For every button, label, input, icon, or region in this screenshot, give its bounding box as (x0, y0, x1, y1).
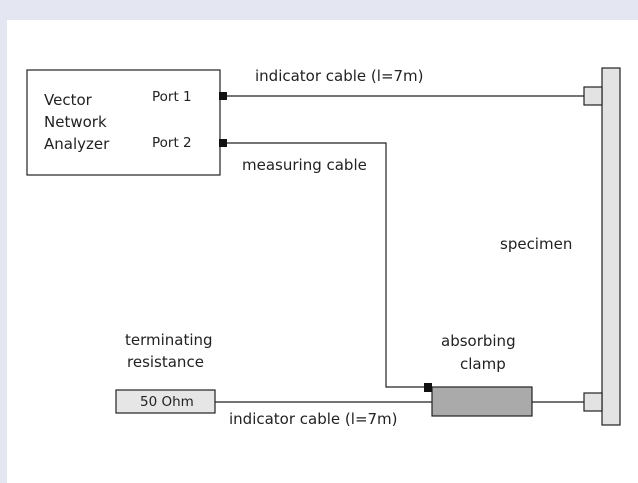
top-cable-label: indicator cable (l=7m) (255, 67, 424, 85)
resistor-value-label: 50 Ohm (140, 394, 194, 410)
port2-connector (219, 139, 227, 147)
clamp-label-line1: absorbing (441, 332, 516, 350)
port1-connector (219, 92, 227, 100)
port1-label: Port 1 (152, 89, 192, 105)
specimen-connector-bottom (583, 392, 603, 412)
vna-box (26, 69, 221, 176)
vna-label-line2: Network (44, 113, 107, 131)
bottom-cable-label: indicator cable (l=7m) (229, 410, 398, 428)
absorbing-clamp (431, 386, 533, 417)
clamp-connector (424, 383, 432, 392)
specimen-label: specimen (500, 235, 572, 253)
specimen-connector-top (583, 86, 603, 106)
terminating-label-line2: resistance (127, 353, 204, 371)
measuring-cable-label: measuring cable (242, 156, 367, 174)
vna-label-line3: Analyzer (44, 135, 110, 153)
clamp-label-line2: clamp (460, 355, 506, 373)
specimen-bar (601, 67, 621, 426)
vna-label-line1: Vector (44, 91, 93, 109)
terminating-label-line1: terminating (125, 331, 213, 349)
measuring-cable (227, 142, 425, 388)
port2-label: Port 2 (152, 135, 192, 151)
